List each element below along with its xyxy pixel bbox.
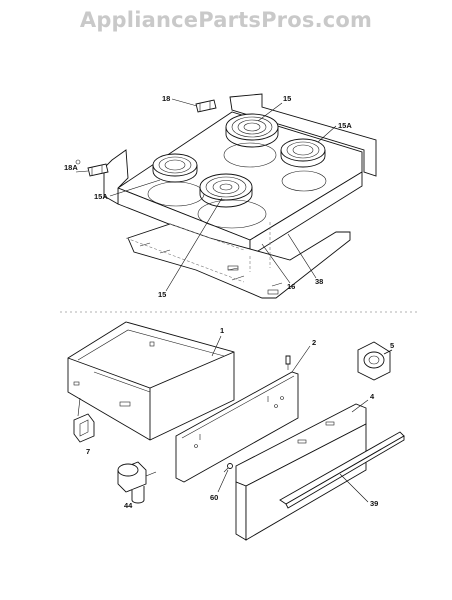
callout-7: 7 bbox=[86, 447, 90, 456]
cooktop-callouts: 18 15 15A 18A 15A 15 16 38 bbox=[64, 94, 352, 299]
burner-zone-front-left bbox=[147, 181, 205, 207]
handle-slot bbox=[325, 421, 335, 426]
callout-5: 5 bbox=[390, 341, 394, 350]
burner-zone-rear-left bbox=[223, 142, 277, 168]
drawer-assembly bbox=[67, 321, 405, 541]
surface-element-rear bbox=[225, 113, 279, 148]
callout-18: 18 bbox=[162, 94, 170, 103]
callout-15-top: 15 bbox=[283, 94, 291, 103]
drawer-front-hole bbox=[194, 444, 198, 448]
drawer-front-hole bbox=[280, 396, 284, 400]
callout-4: 4 bbox=[370, 392, 375, 401]
drawer-body bbox=[67, 321, 235, 441]
burner-zone-front-right bbox=[197, 199, 267, 229]
drawer-slot bbox=[149, 341, 155, 347]
callout-38: 38 bbox=[315, 277, 323, 286]
burner-zone-rear-right bbox=[281, 170, 327, 192]
surface-element-left bbox=[152, 153, 198, 183]
callout-1: 1 bbox=[220, 326, 224, 335]
knob-receptacle-5 bbox=[357, 341, 393, 381]
drawer-front-marks bbox=[199, 396, 269, 440]
surface-element-right bbox=[280, 138, 326, 168]
callout-16: 16 bbox=[287, 282, 295, 291]
callout-15a-right: 15A bbox=[338, 121, 352, 130]
drawer-rail-lower bbox=[285, 435, 405, 509]
slide-clip-7 bbox=[73, 413, 95, 443]
drawer-slot bbox=[119, 401, 131, 407]
bracket-slot bbox=[267, 289, 279, 295]
drawer-slot bbox=[73, 381, 80, 386]
handle-slot bbox=[297, 439, 307, 444]
callout-39: 39 bbox=[370, 499, 378, 508]
drawer-front-edge bbox=[181, 375, 295, 439]
callout-15-bottom: 15 bbox=[158, 290, 166, 299]
bracket-slots bbox=[139, 242, 283, 287]
surface-element-front bbox=[199, 173, 253, 208]
trim-clip-18 bbox=[195, 99, 217, 113]
drawer-body-inner bbox=[67, 351, 235, 440]
watermark: AppliancePartsPros.com bbox=[79, 8, 373, 32]
control-knob-44 bbox=[117, 461, 147, 504]
drawer-outer-panel bbox=[235, 481, 247, 541]
drawer-callouts: 1 2 5 7 4 44 60 39 bbox=[77, 326, 394, 510]
callout-2: 2 bbox=[312, 338, 316, 347]
cooktop-assembly bbox=[75, 93, 377, 299]
bracket-slot bbox=[227, 265, 239, 271]
drawer-outer-face bbox=[245, 423, 367, 541]
screw-2 bbox=[285, 355, 291, 370]
drawer-front-hole bbox=[274, 404, 278, 408]
trim-clip-18a bbox=[75, 159, 109, 177]
cooktop-bracket bbox=[127, 223, 351, 299]
callout-15a-left: 15A bbox=[94, 192, 108, 201]
callout-18a: 18A bbox=[64, 163, 78, 172]
callout-60: 60 bbox=[210, 493, 218, 502]
drawer-inner-lines bbox=[77, 329, 225, 393]
screw-60 bbox=[223, 463, 233, 473]
callout-44: 44 bbox=[124, 501, 133, 510]
